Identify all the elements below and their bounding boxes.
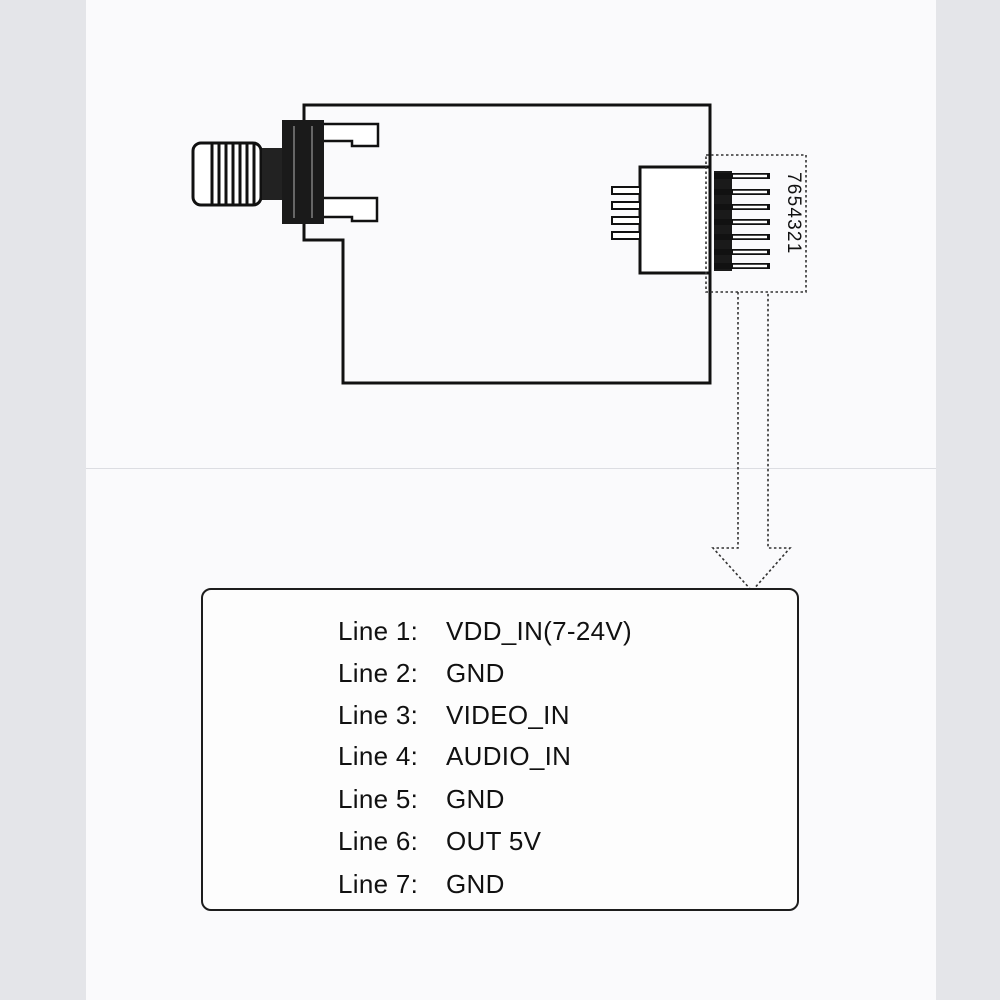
pin-number-1: 1 bbox=[783, 243, 804, 255]
pin-number-4: 4 bbox=[783, 207, 804, 219]
pin-header bbox=[611, 165, 770, 275]
line-label: Line 6: bbox=[338, 826, 419, 856]
legend-line-7: Line 7: GND bbox=[338, 869, 505, 900]
legend-line-1: Line 1: VDD_IN(7-24V) bbox=[338, 616, 632, 647]
antenna-connector bbox=[191, 120, 380, 224]
pin-number-5: 5 bbox=[783, 196, 804, 208]
pin-callout-box bbox=[705, 154, 807, 293]
legend-line-4: Line 4: AUDIO_IN bbox=[338, 741, 571, 772]
pin-number-7: 7 bbox=[783, 172, 804, 184]
line-value: VDD_IN(7-24V) bbox=[446, 616, 632, 646]
line-value: AUDIO_IN bbox=[446, 741, 572, 771]
line-value: GND bbox=[446, 869, 505, 899]
line-value: GND bbox=[446, 784, 505, 814]
line-label: Line 5: bbox=[338, 784, 419, 814]
line-label: Line 4: bbox=[338, 741, 419, 771]
board-outline bbox=[302, 103, 712, 385]
line-value: OUT 5V bbox=[446, 826, 542, 856]
line-label: Line 3: bbox=[338, 700, 419, 730]
pin-number-6: 6 bbox=[783, 184, 804, 196]
legend-line-2: Line 2: GND bbox=[338, 658, 505, 689]
legend-line-5: Line 5: GND bbox=[338, 784, 505, 815]
line-label: Line 1: bbox=[338, 616, 419, 646]
pin-number-3: 3 bbox=[783, 219, 804, 231]
pin-number-2: 2 bbox=[783, 231, 804, 243]
pin-numbers: 7654321 bbox=[783, 172, 804, 254]
line-value: VIDEO_IN bbox=[446, 700, 570, 730]
legend-line-3: Line 3: VIDEO_IN bbox=[338, 700, 570, 731]
line-value: GND bbox=[446, 658, 505, 688]
pin-legend-box: Line 1: VDD_IN(7-24V) Line 2: GND Line 3: V… bbox=[201, 588, 799, 911]
line-label: Line 7: bbox=[338, 869, 419, 899]
paper-fold-line bbox=[86, 468, 936, 469]
legend-line-6: Line 6: OUT 5V bbox=[338, 826, 541, 857]
down-arrow bbox=[711, 292, 792, 593]
line-label: Line 2: bbox=[338, 658, 419, 688]
